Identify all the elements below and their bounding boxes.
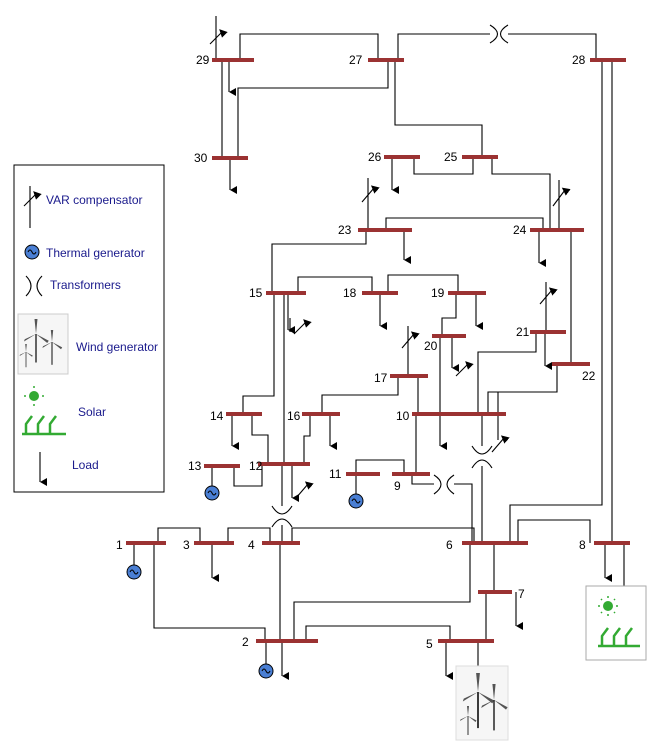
- var-compensator-21: [539, 282, 558, 332]
- bus-label-21: 21: [516, 325, 530, 339]
- bus-label-28: 28: [572, 53, 586, 67]
- legend-label-transformers: Transformers: [50, 278, 121, 292]
- var-compensators: [209, 16, 571, 499]
- bus-bars: [126, 58, 630, 643]
- legend-label-load: Load: [72, 458, 99, 472]
- load-arrows: [211, 60, 612, 680]
- thermal-generator-13: [204, 485, 220, 501]
- bus-label-25: 25: [444, 150, 458, 164]
- bus-label-24: 24: [513, 223, 527, 237]
- bus-labels: 29 27 28 30 26 25 23 24 15 18 19 20 21 2…: [116, 53, 596, 651]
- solar-icon: [22, 386, 66, 436]
- bus-label-19: 19: [431, 286, 445, 300]
- transformer-icon: [25, 275, 43, 297]
- bus-label-29: 29: [196, 53, 210, 67]
- thermal-generator-icon: [24, 244, 40, 260]
- var-compensator-12: [295, 481, 314, 499]
- bus-label-26: 26: [368, 150, 382, 164]
- wind-generator-5: [455, 665, 509, 741]
- thermal-generator-11: [348, 493, 364, 509]
- var-compensator-20: [455, 361, 474, 377]
- transmission-lines: [153, 33, 625, 666]
- legend-label-var-compensator: VAR compensator: [46, 193, 143, 207]
- transformer-10-6: [471, 445, 493, 469]
- bus-label-13: 13: [188, 459, 202, 473]
- var-compensator-23: [361, 178, 380, 230]
- transformer-9-6: [433, 474, 455, 495]
- solar-panel-8: [585, 585, 647, 661]
- thermal-generator-2: [258, 663, 274, 679]
- bus-label-3: 3: [183, 538, 190, 552]
- bus-label-22: 22: [582, 369, 596, 383]
- bus-label-7: 7: [518, 587, 525, 601]
- bus-label-27: 27: [349, 53, 363, 67]
- bus-label-1: 1: [116, 538, 123, 552]
- bus-label-8: 8: [579, 538, 586, 552]
- var-compensator-29: [209, 16, 228, 60]
- bus-label-9: 9: [394, 479, 401, 493]
- bus-label-10: 10: [396, 409, 410, 423]
- thermal-generator-1: [126, 564, 142, 580]
- bus-label-18: 18: [343, 286, 357, 300]
- bus-label-12: 12: [249, 459, 263, 473]
- var-compensator-24: [552, 180, 571, 230]
- bus-label-4: 4: [248, 538, 255, 552]
- bus-label-6: 6: [446, 538, 453, 552]
- bus-label-14: 14: [210, 409, 224, 423]
- bus-label-17: 17: [374, 371, 388, 385]
- legend: VAR compensator Thermal generator Transf…: [13, 164, 165, 493]
- bus-label-23: 23: [338, 223, 352, 237]
- var-compensator-10: [491, 414, 510, 453]
- legend-label-wind-generator: Wind generator: [76, 340, 158, 354]
- wind-generator-icon: [17, 313, 69, 375]
- thermal-generators: [126, 466, 364, 679]
- var-compensator-15: [289, 318, 312, 335]
- legend-label-solar: Solar: [78, 405, 106, 419]
- transformer-27-28: [489, 24, 509, 44]
- bus-label-20: 20: [424, 339, 438, 353]
- var-compensator-icon: [23, 186, 42, 228]
- bus-label-2: 2: [242, 635, 249, 649]
- legend-label-thermal-generator: Thermal generator: [46, 246, 145, 260]
- bus-label-11: 11: [329, 467, 342, 481]
- bus-label-15: 15: [249, 286, 263, 300]
- bus-label-30: 30: [194, 151, 208, 165]
- transformer-12-4: [271, 505, 293, 528]
- transformers: [271, 24, 509, 528]
- bus-label-5: 5: [426, 637, 433, 651]
- var-compensator-17: [401, 326, 420, 376]
- bus-label-16: 16: [287, 409, 301, 423]
